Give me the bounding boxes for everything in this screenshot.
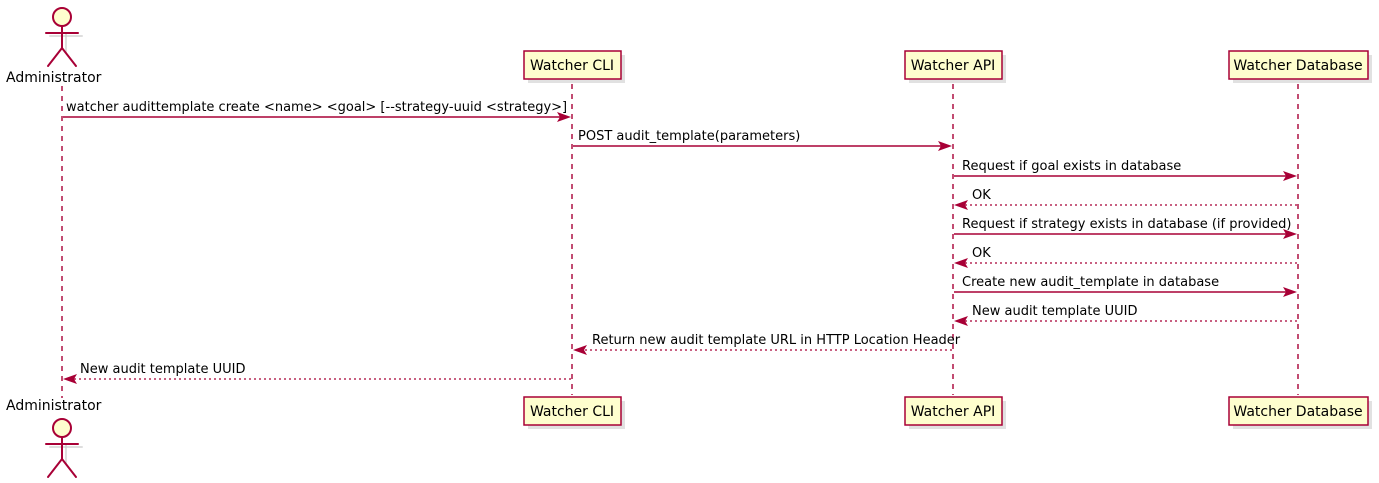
message-2[interactable]: POST audit_template(parameters) bbox=[573, 129, 952, 151]
participant-watcher-database-top[interactable]: Watcher Database bbox=[1228, 50, 1372, 83]
message-10[interactable]: New audit template UUID bbox=[63, 362, 571, 384]
actor-label-administrator-bottom: Administrator bbox=[6, 398, 102, 414]
participant-watcher-database-bottom[interactable]: Watcher Database bbox=[1228, 396, 1372, 429]
participant-label-watcher-cli-bottom: Watcher CLI bbox=[530, 404, 614, 420]
participant-watcher-cli-bottom[interactable]: Watcher CLI bbox=[523, 396, 625, 429]
message-7-arrowhead bbox=[1283, 287, 1297, 297]
participant-label-watcher-database-top: Watcher Database bbox=[1233, 58, 1362, 74]
message-5-arrowhead bbox=[1283, 229, 1297, 239]
message-4-arrowhead bbox=[954, 200, 968, 210]
message-6-label: OK bbox=[972, 246, 991, 261]
message-6[interactable]: OK bbox=[954, 246, 1297, 268]
message-3[interactable]: Request if goal exists in database bbox=[954, 159, 1297, 181]
message-1-label: watcher audittemplate create <name> <goa… bbox=[66, 100, 567, 115]
participant-label-watcher-api-bottom: Watcher API bbox=[911, 404, 996, 420]
actor-head-icon bbox=[52, 7, 72, 27]
actor-leg-left-icon bbox=[47, 458, 63, 478]
message-9-label: Return new audit template URL in HTTP Lo… bbox=[592, 333, 961, 348]
participant-box bbox=[904, 396, 1003, 426]
message-6-arrowhead bbox=[954, 258, 968, 268]
message-2-label: POST audit_template(parameters) bbox=[578, 129, 800, 144]
participant-label-watcher-database-bottom: Watcher Database bbox=[1233, 404, 1362, 420]
actor-shadow-top bbox=[49, 33, 83, 53]
actor-administrator-bottom[interactable]: Administrator bbox=[6, 398, 102, 478]
message-4[interactable]: OK bbox=[954, 188, 1297, 210]
message-5[interactable]: Request if strategy exists in database (… bbox=[954, 217, 1297, 239]
message-4-label: OK bbox=[972, 188, 991, 203]
actor-label-administrator-top: Administrator bbox=[6, 70, 102, 86]
message-10-label: New audit template UUID bbox=[80, 362, 245, 377]
actor-administrator-top[interactable]: Administrator bbox=[6, 7, 102, 86]
message-7[interactable]: Create new audit_template in database bbox=[954, 275, 1297, 297]
message-9-arrowhead bbox=[573, 345, 587, 355]
message-1[interactable]: watcher audittemplate create <name> <goa… bbox=[63, 100, 571, 122]
message-10-arrowhead bbox=[63, 374, 77, 384]
participant-box bbox=[904, 50, 1003, 80]
actor-leg-left-icon bbox=[47, 47, 63, 67]
message-1-arrowhead bbox=[557, 112, 571, 122]
participant-watcher-cli-top[interactable]: Watcher CLI bbox=[523, 50, 625, 83]
message-3-arrowhead bbox=[1283, 171, 1297, 181]
participant-label-watcher-api-top: Watcher API bbox=[911, 58, 996, 74]
participant-label-watcher-cli-top: Watcher CLI bbox=[530, 58, 614, 74]
participant-box bbox=[1228, 50, 1369, 80]
message-7-label: Create new audit_template in database bbox=[962, 275, 1219, 290]
actor-leg-right-icon bbox=[61, 47, 77, 67]
message-8[interactable]: New audit template UUID bbox=[954, 304, 1297, 326]
lifelines bbox=[61, 84, 1299, 398]
participant-box bbox=[523, 396, 622, 426]
participant-watcher-api-top[interactable]: Watcher API bbox=[904, 50, 1006, 83]
actor-head-icon bbox=[52, 418, 72, 438]
actor-shadow-bottom bbox=[49, 444, 83, 464]
message-3-label: Request if goal exists in database bbox=[962, 159, 1181, 174]
participant-watcher-api-bottom[interactable]: Watcher API bbox=[904, 396, 1006, 429]
message-8-arrowhead bbox=[954, 316, 968, 326]
actor-leg-right-icon bbox=[61, 458, 77, 478]
message-5-label: Request if strategy exists in database (… bbox=[962, 217, 1291, 232]
message-2-arrowhead bbox=[938, 141, 952, 151]
participant-box bbox=[1228, 396, 1369, 426]
message-9[interactable]: Return new audit template URL in HTTP Lo… bbox=[573, 333, 961, 355]
participant-box bbox=[523, 50, 622, 80]
message-8-label: New audit template UUID bbox=[972, 304, 1137, 319]
